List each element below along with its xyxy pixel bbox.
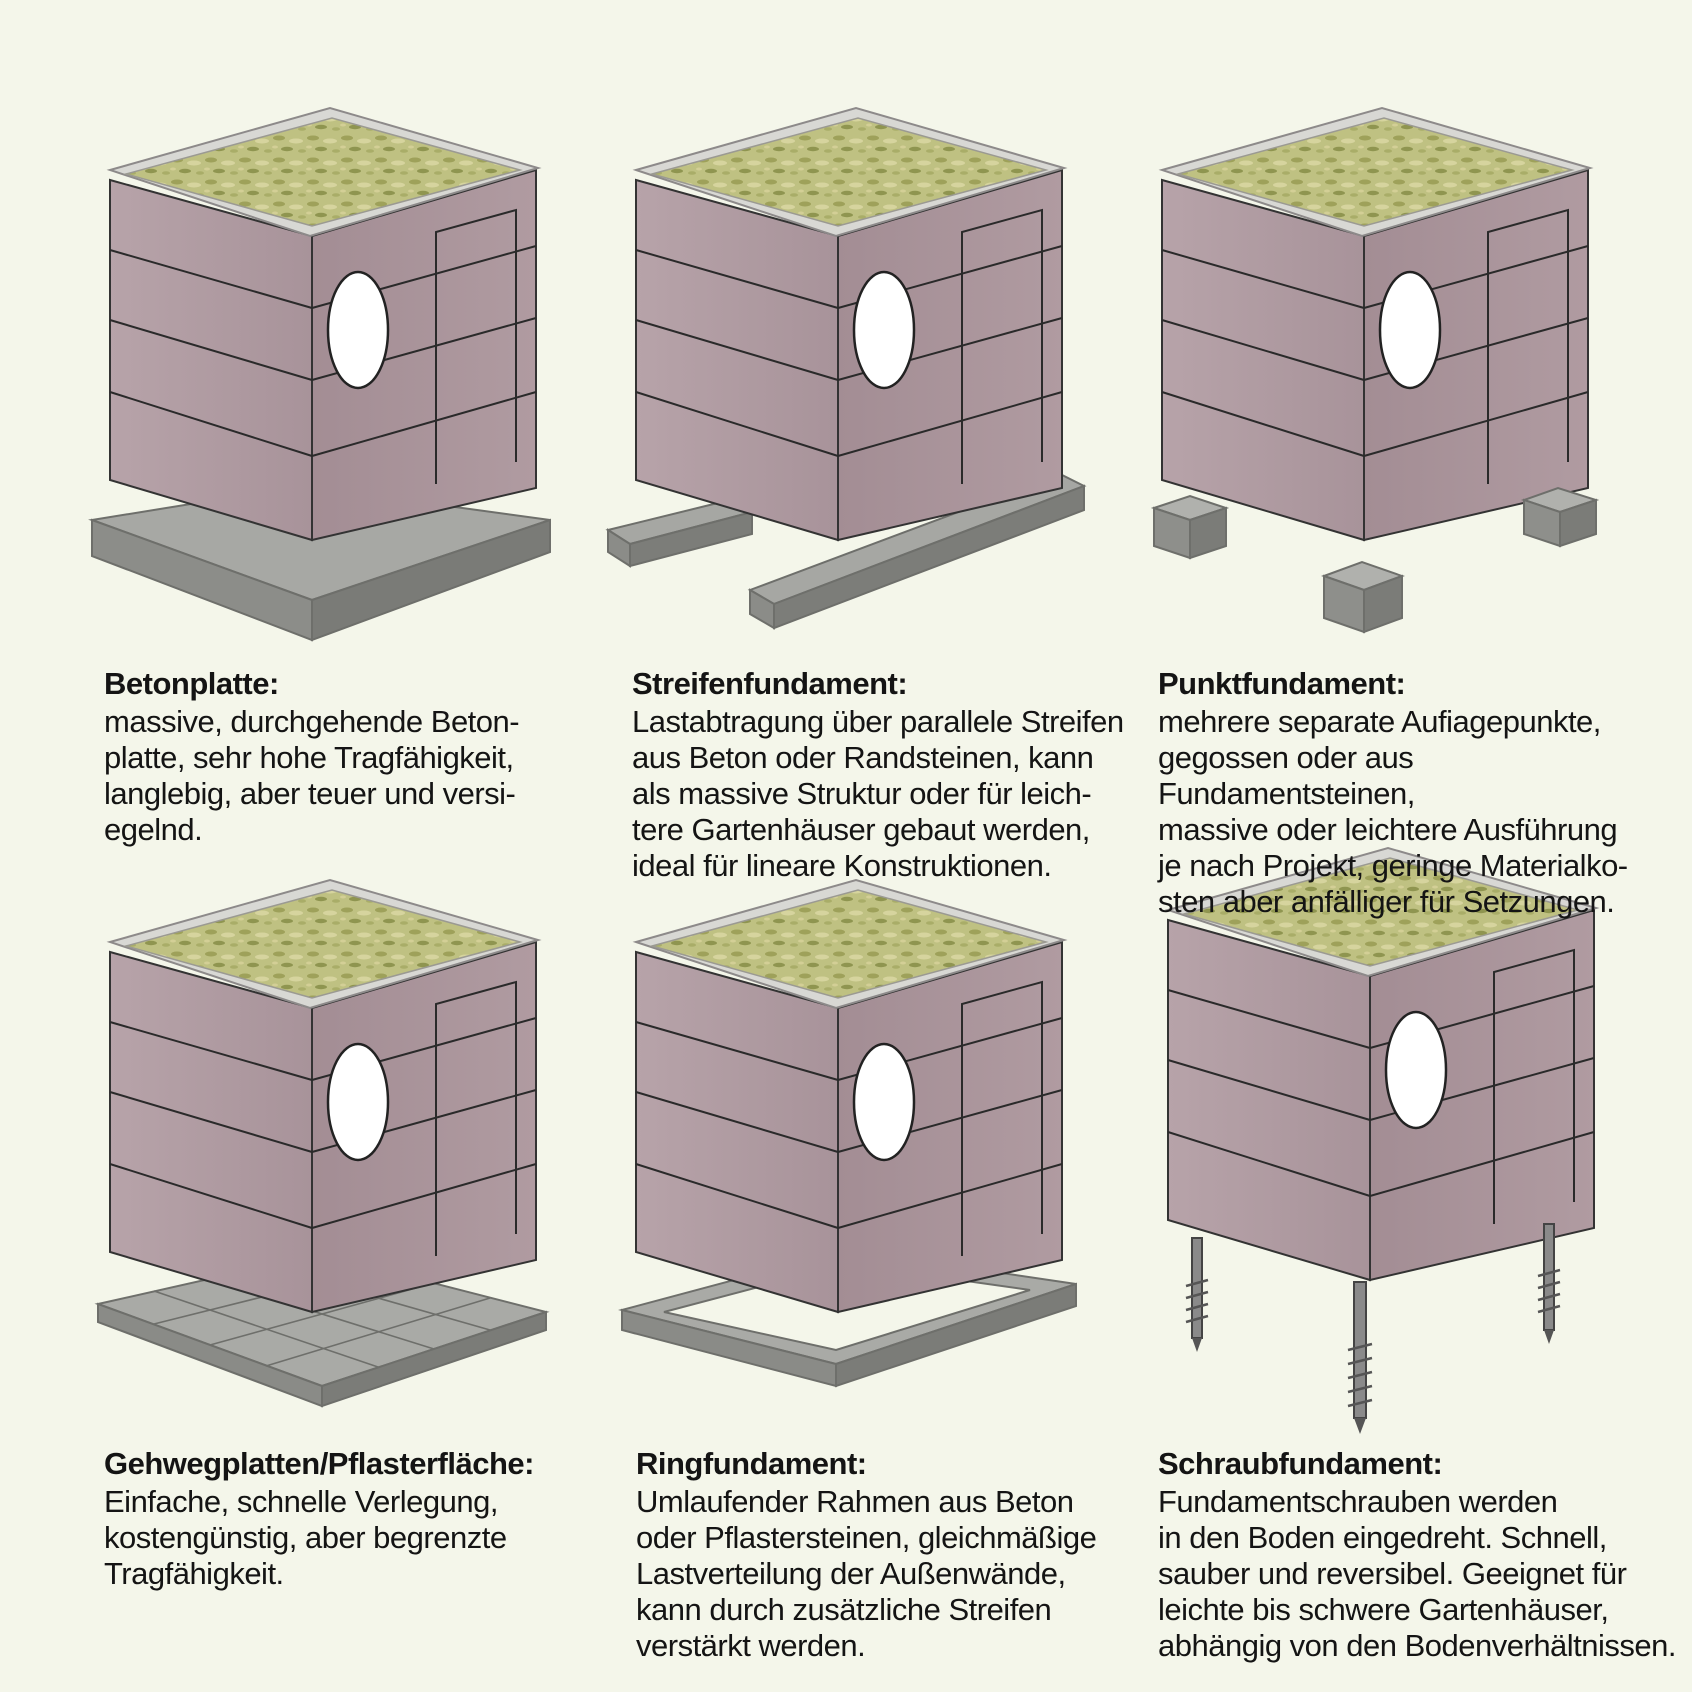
caption-streifenfundament: Streifenfundament: Lastabtragung über pa… [632,666,1152,884]
caption-title: Betonplatte: [104,666,279,701]
caption-text: Lastabtragung über parallele Streifen au… [632,704,1124,883]
caption-betonplatte: Betonplatte: massive, durchgehende Beton… [104,666,624,848]
caption-ringfundament: Ringfundament: Umlaufender Rahmen aus Be… [636,1446,1156,1664]
panel-illustration-punktfundament [1150,107,1600,634]
panel-illustration-gehwegplatten [94,879,550,1408]
caption-title: Ringfundament: [636,1446,867,1481]
caption-title: Gehwegplatten/Pflasterfläche: [104,1446,534,1481]
caption-text: massive, durchgehende Beton- platte, seh… [104,704,520,847]
caption-title: Punktfundament: [1158,666,1406,701]
caption-gehwegplatten: Gehwegplatten/Pflasterfläche: Einfache, … [104,1446,624,1592]
caption-text: Einfache, schnelle Verlegung, kostengüns… [104,1484,507,1591]
caption-title: Streifenfundament: [632,666,908,701]
caption-text: mehrere separate Aufiagepunkte, gegossen… [1158,704,1628,919]
panel-illustration-ringfundament [618,879,1077,1388]
panel-illustration-betonplatte [88,107,551,642]
caption-schraubfundament: Schraubfundament: Fundamentschrauben wer… [1158,1446,1678,1664]
caption-title: Schraubfundament: [1158,1446,1443,1481]
panel-illustration-streifenfundament [605,107,1087,630]
caption-text: Fundamentschrauben werden in den Boden e… [1158,1484,1677,1663]
caption-punktfundament: Punktfundament: mehrere separate Aufiage… [1158,666,1678,920]
panel-illustration-schraubfundament [1167,847,1597,1434]
caption-text: Umlaufender Rahmen aus Beton oder Pflast… [636,1484,1097,1663]
